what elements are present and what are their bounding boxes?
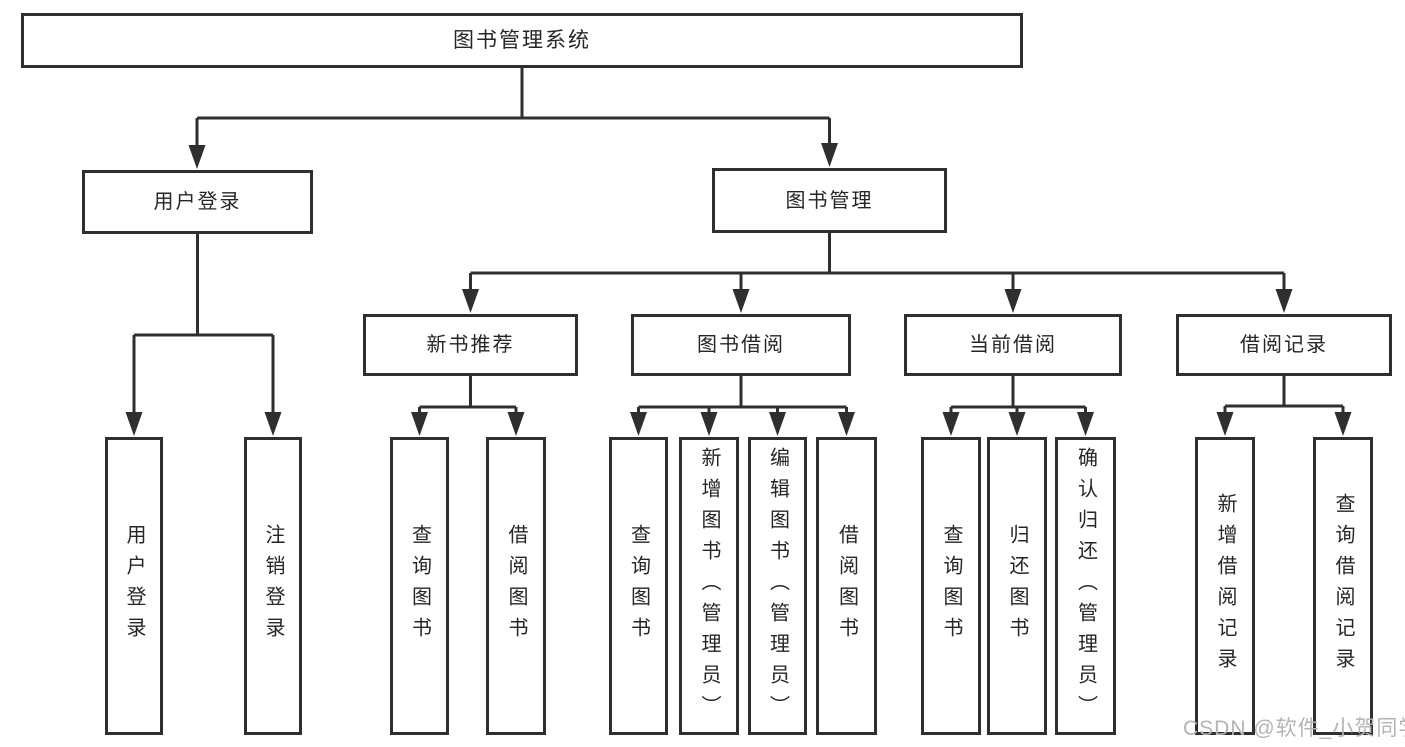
connector-user-login-children [125,234,282,436]
node-book-management: 图书管理 [712,168,947,233]
node-label: 查询借阅记录 [1332,493,1354,679]
connector-book-borrowing-children [630,376,855,436]
node-label: 确认归还（管理员） [1074,446,1097,726]
leaf-bb-borrow-books: 借阅图书 [816,437,877,735]
node-label: 借阅图书 [835,524,858,648]
node-user-login: 用户登录 [82,170,313,234]
arrowhead [732,289,750,313]
connector-current-borrowing-children [942,376,1094,436]
arrowhead [1275,289,1293,313]
arrowhead [700,412,718,436]
node-label: 图书管理系统 [453,29,591,52]
leaf-bb-query-books: 查询图书 [609,437,668,735]
node-book-borrowing: 图书借阅 [631,314,851,376]
node-label: 用户登录 [153,191,242,213]
arrowhead [821,143,838,167]
arrowhead [769,412,786,436]
leaf-user-login: 用户登录 [105,437,163,735]
leaf-br-query-record: 查询借阅记录 [1313,437,1373,735]
arrowhead [942,412,960,436]
node-label: 借阅记录 [1240,334,1328,356]
node-borrowing-records: 借阅记录 [1176,314,1392,376]
connector-borrowing-records-children [1216,376,1352,436]
node-label: 用户登录 [123,524,145,648]
node-label: 注销登录 [262,524,284,648]
node-label: 查询图书 [940,524,962,648]
arrowhead [838,412,855,436]
arrowhead [411,412,428,436]
leaf-nb-query-books: 查询图书 [390,437,449,735]
arrowhead [1008,412,1026,436]
connector-book-management-children [462,233,1293,313]
node-new-book-recommend: 新书推荐 [363,314,578,376]
leaf-br-add-record: 新增借阅记录 [1195,437,1255,735]
connector-new-book-recommend-children [411,376,525,436]
leaf-logout: 注销登录 [244,437,302,735]
arrowhead [1077,412,1094,436]
node-label: 当前借阅 [969,334,1057,356]
node-label: 新书推荐 [426,334,515,356]
arrowhead [630,412,647,436]
arrowhead [264,412,282,436]
node-current-borrowing: 当前借阅 [904,314,1122,376]
csdn-watermark: CSDN @软件_小贺同学 [1183,717,1405,740]
leaf-cb-confirm-return-admin: 确认归还（管理员） [1055,437,1116,735]
node-label: 编辑图书（管理员） [766,446,789,726]
leaf-bb-edit-books-admin: 编辑图书（管理员） [748,437,807,735]
node-label: 新增图书（管理员） [698,446,720,726]
arrowhead [507,412,525,436]
arrowhead [1216,412,1234,436]
arrowhead [1004,289,1022,313]
leaf-bb-add-books-admin: 新增图书（管理员） [679,437,739,735]
leaf-nb-borrow-books: 借阅图书 [486,437,546,735]
leaf-cb-query-books: 查询图书 [921,437,981,735]
node-label: 查询图书 [627,524,650,648]
node-label: 归还图书 [1006,524,1028,648]
arrowhead [125,412,143,436]
connector-root-to-level2 [188,68,838,169]
node-label: 图书借阅 [697,334,785,356]
node-label: 借阅图书 [505,524,527,648]
node-root-system: 图书管理系统 [21,13,1023,68]
arrowhead [188,145,206,169]
node-label: 图书管理 [785,189,874,212]
node-label: 新增借阅记录 [1214,493,1236,679]
leaf-cb-return-books: 归还图书 [987,437,1047,735]
arrowhead [462,289,479,313]
node-label: 查询图书 [408,524,431,648]
arrowhead [1334,412,1352,436]
